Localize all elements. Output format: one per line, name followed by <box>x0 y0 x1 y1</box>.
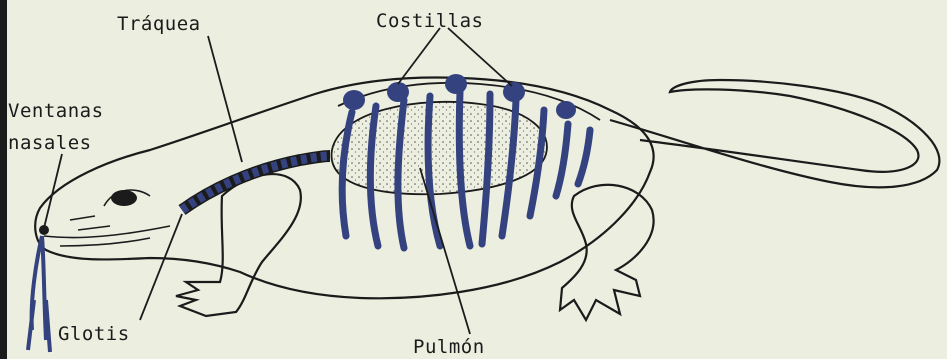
leader-ventanas <box>44 154 62 228</box>
label-lung: Pulmón <box>413 336 485 358</box>
lizard-tongue <box>28 236 50 352</box>
label-glottis: Glotis <box>58 323 130 345</box>
lizard-tail <box>610 80 939 187</box>
label-nostrils-line1: Ventanas <box>8 100 104 122</box>
trachea <box>182 156 330 210</box>
leader-costillas-1 <box>398 28 440 84</box>
label-ribs: Costillas <box>376 10 483 32</box>
lizard-hind-leg <box>560 185 654 320</box>
leader-traquea <box>208 36 242 162</box>
lizard-eye <box>111 190 137 206</box>
lizard-mouth <box>44 216 170 246</box>
page-border <box>0 0 7 359</box>
label-nostrils-line2: nasales <box>8 132 92 154</box>
label-trachea: Tráquea <box>117 13 201 35</box>
